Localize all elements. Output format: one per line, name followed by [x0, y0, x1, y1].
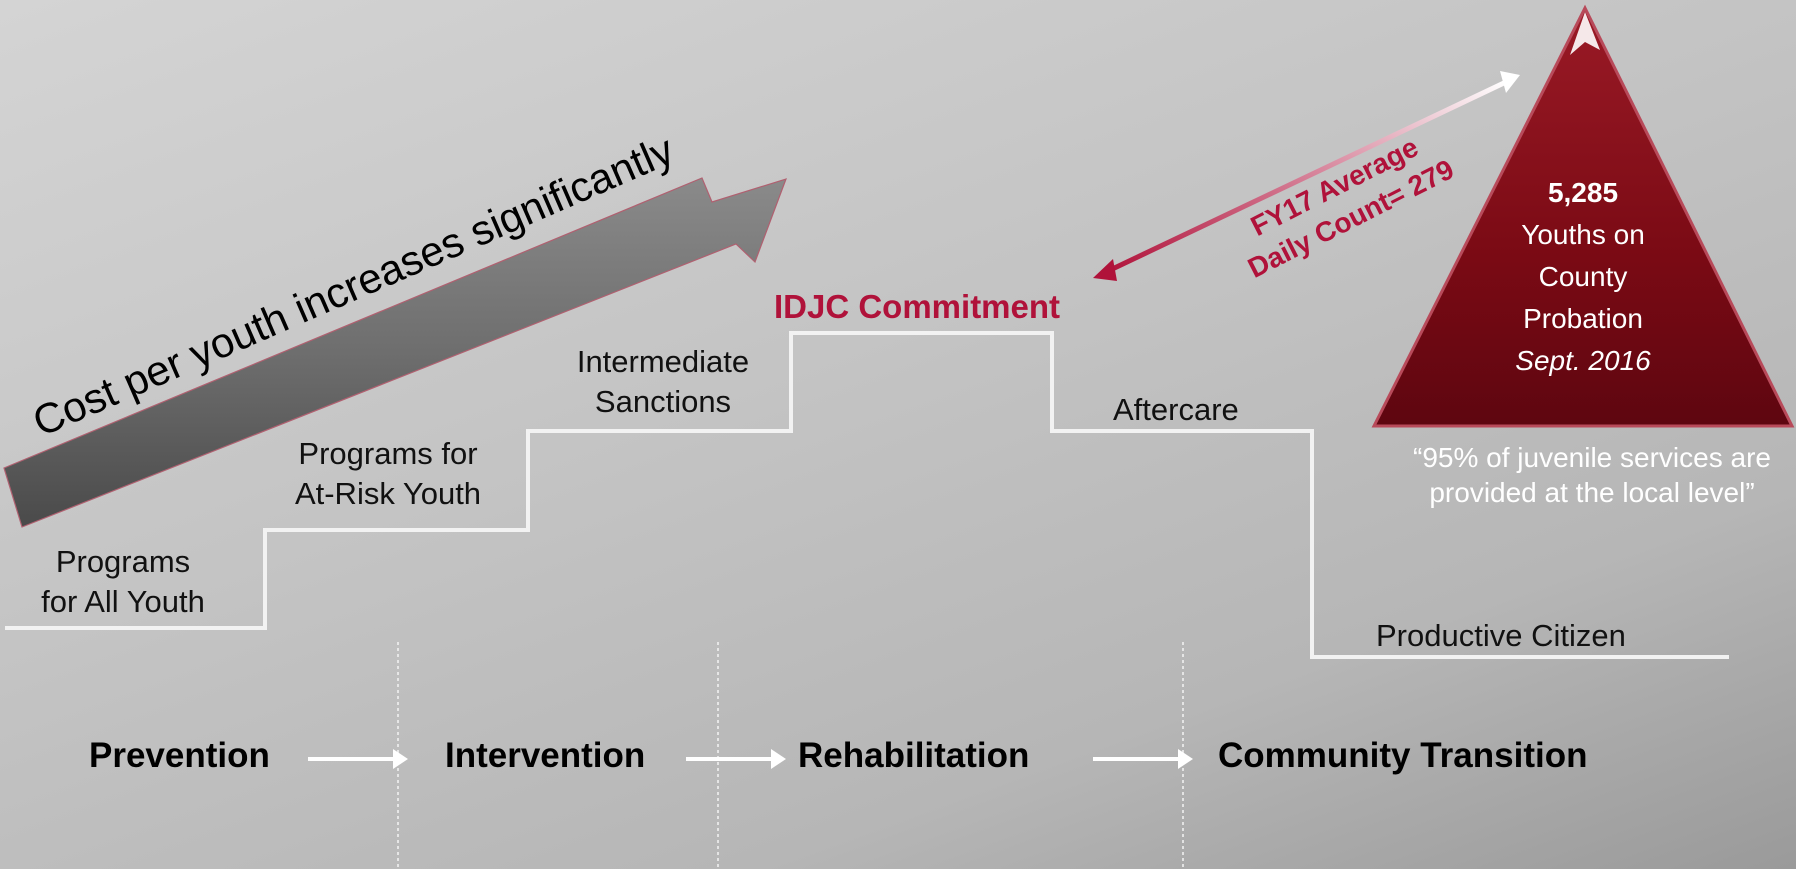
triangle-line1: Youths on [1521, 219, 1645, 250]
step-label-at-risk: Programs for At-Risk Youth [278, 434, 498, 515]
stage-prevention: Prevention [89, 736, 270, 775]
flow-arrow-3 [1093, 749, 1193, 769]
step-label-intermediate: Intermediate Sanctions [553, 342, 773, 423]
flow-arrow-1 [308, 749, 408, 769]
cost-arrow [3, 177, 787, 528]
step-label-productive-citizen: Productive Citizen [1376, 618, 1626, 653]
step-label-intermediate-line2: Sanctions [594, 384, 732, 420]
flow-arrow-2 [686, 749, 786, 769]
staircase-line [5, 331, 1729, 659]
stage-intervention: Intervention [445, 736, 646, 775]
step-label-all-youth-line1: Programs [55, 544, 191, 579]
step-label-at-risk-line1: Programs for [298, 436, 478, 471]
stage-community-transition: Community Transition [1218, 736, 1588, 775]
quote-line2: provided at the local level” [1429, 477, 1755, 508]
step-label-aftercare: Aftercare [1113, 392, 1239, 427]
step-label-idjc: IDJC Commitment [774, 288, 1061, 325]
local-services-quote: “95% of juvenile services are provided a… [1393, 440, 1791, 510]
triangle-text: 5,285 Youths on County Probation Sept. 2… [1483, 172, 1683, 382]
step-label-all-youth: Programs for All Youth [28, 542, 218, 623]
step-label-all-youth-line2: for All Youth [41, 584, 205, 620]
triangle-highlight [1570, 12, 1600, 55]
probation-triangle [1371, 4, 1795, 428]
stage-rehabilitation: Rehabilitation [798, 736, 1030, 775]
triangle-line3: Probation [1523, 303, 1643, 334]
triangle-line2: County [1538, 261, 1628, 292]
step-label-at-risk-line2: At-Risk Youth [294, 476, 482, 512]
quote-line1: “95% of juvenile services are [1413, 442, 1771, 473]
triangle-date: Sept. 2016 [1515, 345, 1651, 376]
step-label-intermediate-line1: Intermediate [576, 344, 750, 379]
average-double-arrow [1093, 71, 1520, 281]
triangle-count: 5,285 [1547, 177, 1619, 208]
